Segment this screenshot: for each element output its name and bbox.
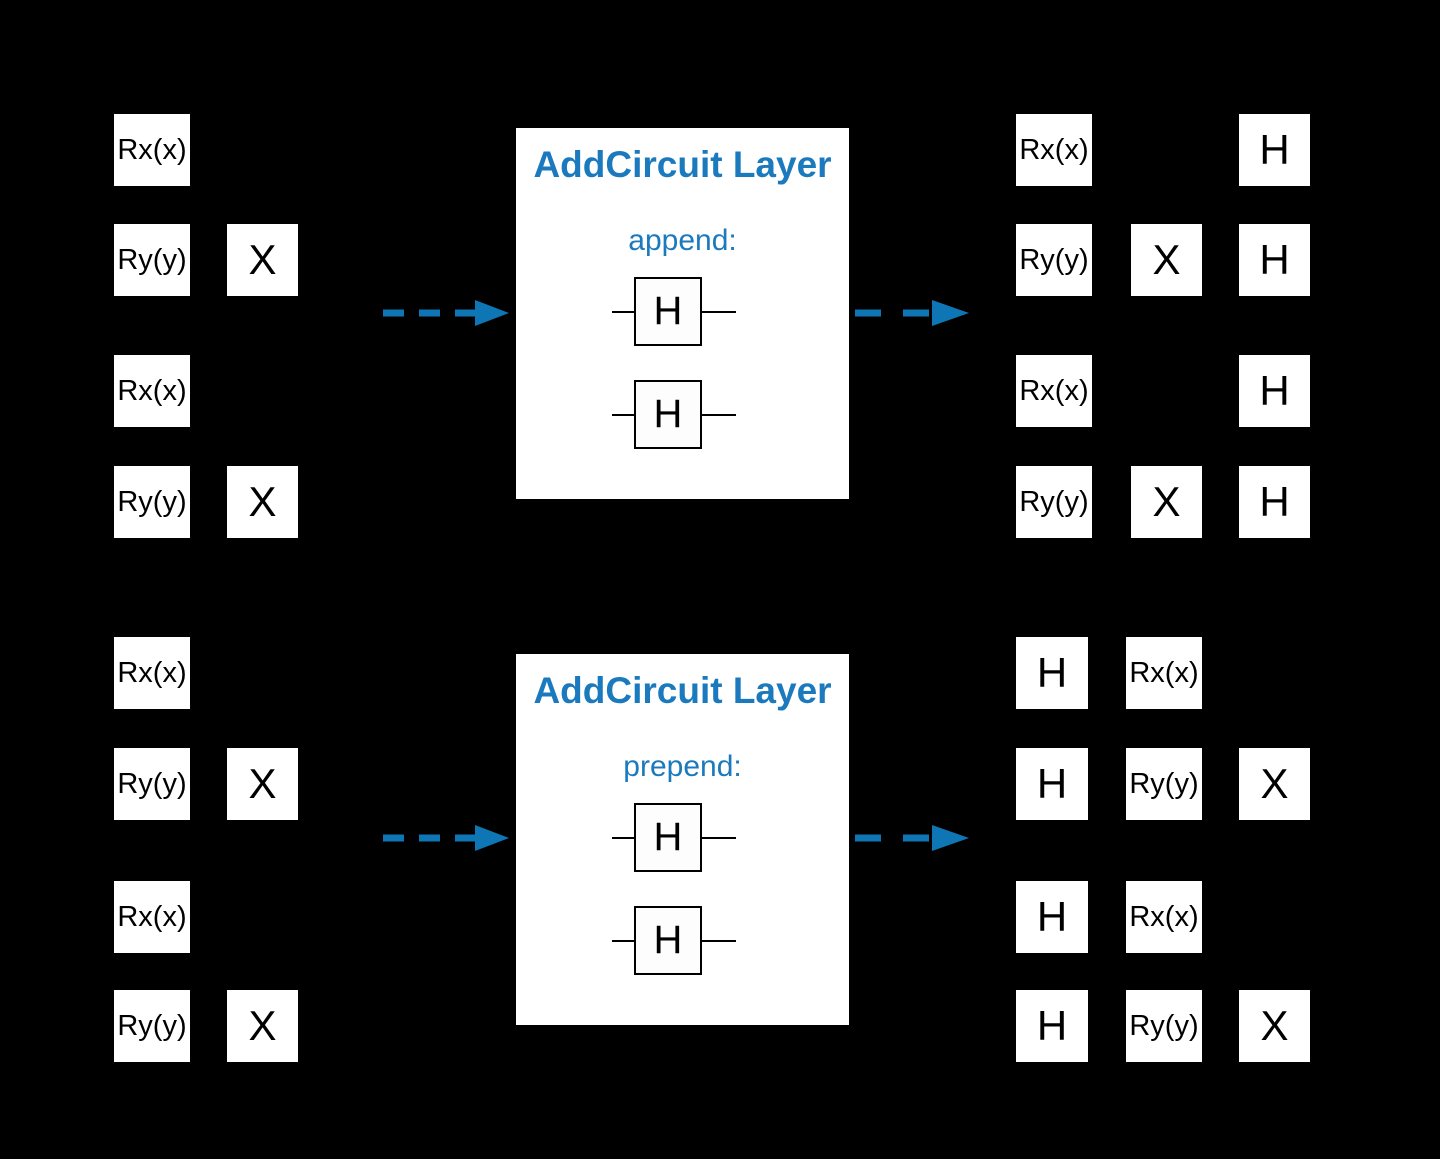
gate-label: Ry(y) <box>117 485 187 518</box>
wire-stub <box>702 940 736 942</box>
gate-label: Rx(x) <box>117 374 187 407</box>
gate-label: H <box>1259 367 1290 414</box>
gate-label: H <box>1259 236 1290 283</box>
gate-label: Ry(y) <box>1129 1009 1199 1042</box>
panel-title: AddCircuit Layer <box>533 670 832 711</box>
gate-label: X <box>248 1002 277 1049</box>
gate-label: H <box>1036 649 1068 696</box>
gate-label: Rx(x) <box>117 656 187 689</box>
gate-rx: Rx(x) <box>114 637 190 709</box>
dashed-arrow-right-icon <box>383 825 509 851</box>
wire-stub <box>702 837 736 839</box>
gate-ry: Ry(y) <box>114 466 190 538</box>
gate-x: X <box>227 224 298 296</box>
gate-x: X <box>1131 224 1202 296</box>
gate-label: Ry(y) <box>117 243 187 276</box>
dashed-arrow-right-icon <box>855 825 969 851</box>
gate-h-mini: H <box>634 906 702 975</box>
dashed-arrow-right-icon <box>383 300 509 326</box>
addcircuit-layer-panel-prepend: AddCircuit Layer prepend: H H <box>516 654 849 1025</box>
gate-label: X <box>1152 478 1181 525</box>
gate-h-mini: H <box>634 277 702 346</box>
gate-label: H <box>1259 126 1290 173</box>
gate-label: H <box>653 918 683 962</box>
gate-ry: Ry(y) <box>1126 748 1202 820</box>
gate-label: H <box>653 289 683 333</box>
gate-label: Rx(x) <box>117 133 187 166</box>
panel-title: AddCircuit Layer <box>533 144 832 185</box>
gate-h: H <box>1239 224 1310 296</box>
gate-ry: Ry(y) <box>1126 990 1202 1062</box>
gate-label: H <box>653 392 683 436</box>
gate-rx: Rx(x) <box>1016 114 1092 186</box>
gate-rx: Rx(x) <box>114 114 190 186</box>
gate-rx: Rx(x) <box>1126 637 1202 709</box>
gate-h: H <box>1239 466 1310 538</box>
gate-label: Ry(y) <box>117 1009 187 1042</box>
gate-label: Rx(x) <box>117 900 187 933</box>
panel-mode-label: prepend: <box>623 750 742 783</box>
gate-ry: Ry(y) <box>1016 466 1092 538</box>
gate-label: Rx(x) <box>1019 133 1089 166</box>
gate-x: X <box>227 748 298 820</box>
gate-rx: Rx(x) <box>1016 355 1092 427</box>
gate-label: Ry(y) <box>117 767 187 800</box>
gate-label: Ry(y) <box>1129 767 1199 800</box>
gate-ry: Ry(y) <box>114 748 190 820</box>
gate-rx: Rx(x) <box>114 355 190 427</box>
wire-stub <box>612 837 634 839</box>
wire-stub <box>612 414 634 416</box>
gate-h: H <box>1239 355 1310 427</box>
gate-h: H <box>1016 881 1088 953</box>
dashed-arrow-right-icon <box>855 300 969 326</box>
gate-label: H <box>1036 760 1068 807</box>
gate-h: H <box>1016 748 1088 820</box>
gate-label: X <box>1260 1002 1289 1049</box>
gate-label: H <box>653 815 683 859</box>
gate-label: Ry(y) <box>1019 243 1089 276</box>
gate-label: H <box>1259 478 1290 525</box>
wire-stub <box>702 414 736 416</box>
gate-h-mini: H <box>634 803 702 872</box>
gate-label: Rx(x) <box>1129 656 1199 689</box>
gate-ry: Ry(y) <box>114 990 190 1062</box>
gate-h-mini: H <box>634 380 702 449</box>
wire-stub <box>612 311 634 313</box>
gate-h: H <box>1016 990 1088 1062</box>
gate-label: X <box>1260 760 1289 807</box>
gate-h: H <box>1239 114 1310 186</box>
gate-x: X <box>227 466 298 538</box>
gate-ry: Ry(y) <box>114 224 190 296</box>
gate-label: X <box>248 760 277 807</box>
addcircuit-layer-panel-append: AddCircuit Layer append: H H <box>516 128 849 499</box>
gate-x: X <box>1239 748 1310 820</box>
gate-x: X <box>1239 990 1310 1062</box>
gate-label: H <box>1036 893 1068 940</box>
gate-label: Ry(y) <box>1019 485 1089 518</box>
gate-x: X <box>1131 466 1202 538</box>
gate-label: H <box>1036 1002 1068 1049</box>
gate-ry: Ry(y) <box>1016 224 1092 296</box>
gate-label: Rx(x) <box>1019 374 1089 407</box>
gate-label: X <box>248 236 277 283</box>
gate-x: X <box>227 990 298 1062</box>
panel-mode-label: append: <box>628 224 737 257</box>
gate-rx: Rx(x) <box>114 881 190 953</box>
gate-label: X <box>1152 236 1181 283</box>
gate-h: H <box>1016 637 1088 709</box>
wire-stub <box>612 940 634 942</box>
wire-stub <box>702 311 736 313</box>
gate-label: X <box>248 478 277 525</box>
gate-rx: Rx(x) <box>1126 881 1202 953</box>
gate-label: Rx(x) <box>1129 900 1199 933</box>
